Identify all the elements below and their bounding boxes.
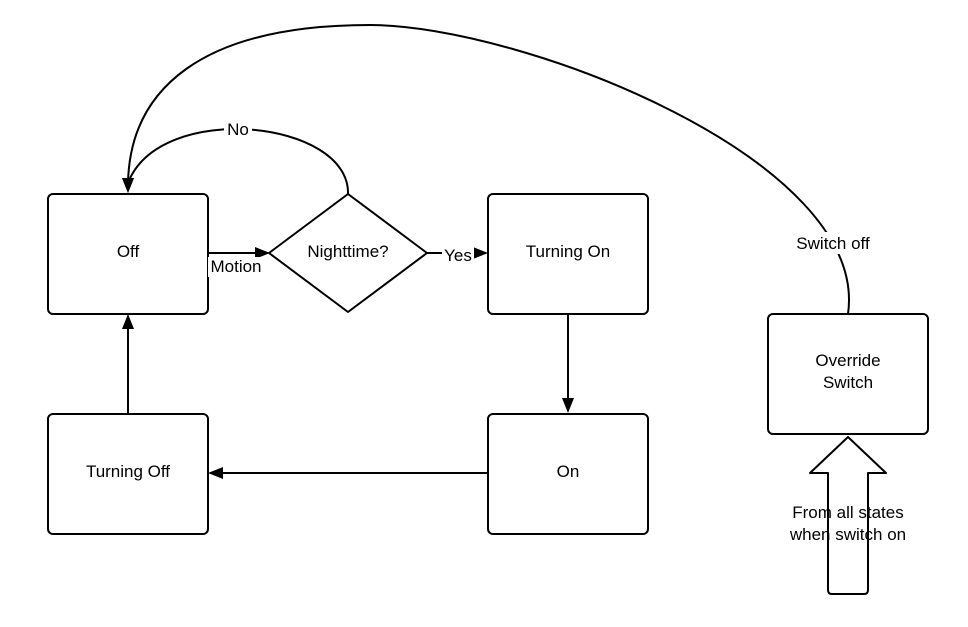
label-yes: Yes [444,246,472,265]
label-override-line1: Override [815,351,880,370]
label-motion: Motion [210,257,261,276]
label-on: On [557,462,580,481]
label-switch-off: Switch off [796,234,870,253]
edge-turning-on-to-on [562,314,574,413]
edge-motion [208,247,270,259]
note-line2: when switch on [789,525,906,544]
state-off [47,193,209,315]
label-nighttime: Nighttime? [307,242,388,261]
decision-nighttime [268,193,428,313]
state-on [487,413,649,535]
block-arrow-up [809,436,887,595]
state-turning-off [47,413,209,535]
label-turning-on: Turning On [526,242,610,261]
edge-turning-off-to-off [122,314,134,413]
edge-switch-off [122,23,850,315]
state-turning-on [487,193,649,315]
note-line1: From all states [792,503,903,522]
label-off: Off [117,242,140,261]
label-override-line2: Switch [823,373,873,392]
label-no: No [227,120,249,139]
edge-on-to-turning-off [208,467,487,479]
state-override-switch [767,313,929,435]
label-turning-off: Turning Off [86,462,170,481]
